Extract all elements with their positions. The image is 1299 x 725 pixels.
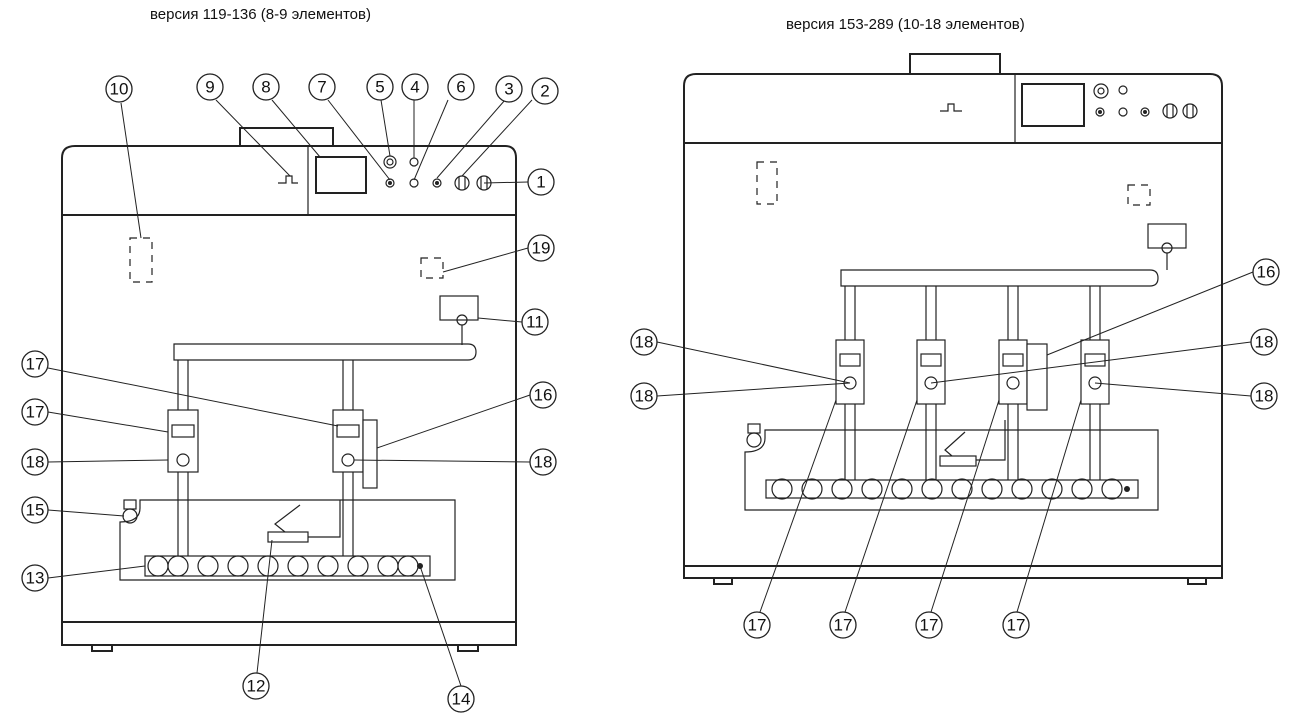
callout-13: 13 bbox=[21, 564, 49, 592]
callout-r17c: 17 bbox=[915, 611, 943, 639]
callout-11: 11 bbox=[521, 308, 549, 336]
svg-text:18: 18 bbox=[1255, 387, 1274, 406]
callout-5: 5 bbox=[366, 73, 394, 101]
svg-text:13: 13 bbox=[26, 569, 45, 588]
callout-17a: 17 bbox=[21, 398, 49, 426]
right-boiler bbox=[683, 53, 1223, 585]
callout-12: 12 bbox=[242, 672, 270, 700]
svg-text:16: 16 bbox=[534, 386, 553, 405]
caption-left: версия 119-136 (8-9 элементов) bbox=[150, 6, 371, 23]
svg-text:2: 2 bbox=[540, 82, 549, 101]
callout-r17a: 17 bbox=[743, 611, 771, 639]
callout-16: 16 bbox=[529, 381, 557, 409]
callout-r18d: 18 bbox=[1250, 382, 1278, 410]
svg-text:11: 11 bbox=[526, 313, 544, 332]
caption-right: версия 153-289 (10-18 элементов) bbox=[786, 16, 1025, 33]
callout-14: 14 bbox=[447, 685, 475, 713]
callout-r16: 16 bbox=[1252, 258, 1280, 286]
svg-text:15: 15 bbox=[26, 501, 45, 520]
callout-15: 15 bbox=[21, 496, 49, 524]
callout-17b: 17 bbox=[21, 350, 49, 378]
svg-text:17: 17 bbox=[26, 403, 45, 422]
callout-1: 1 bbox=[527, 168, 555, 196]
svg-text:18: 18 bbox=[635, 387, 654, 406]
callout-r18a: 18 bbox=[630, 328, 658, 356]
callout-r18c: 18 bbox=[1250, 328, 1278, 356]
svg-text:17: 17 bbox=[834, 616, 853, 635]
callout-18b: 18 bbox=[529, 448, 557, 476]
svg-text:18: 18 bbox=[26, 453, 45, 472]
right-callouts: 16 18 18 18 18 17 17 17 17 bbox=[630, 258, 1280, 639]
callout-10: 10 bbox=[105, 75, 133, 103]
svg-text:17: 17 bbox=[1007, 616, 1026, 635]
svg-text:9: 9 bbox=[205, 78, 214, 97]
svg-text:18: 18 bbox=[534, 453, 553, 472]
svg-text:1: 1 bbox=[536, 173, 545, 192]
svg-text:17: 17 bbox=[920, 616, 939, 635]
callout-r18b: 18 bbox=[630, 382, 658, 410]
left-callouts: 1 2 3 4 5 6 7 8 9 10 11 12 13 14 15 16 1… bbox=[21, 73, 559, 713]
svg-text:12: 12 bbox=[247, 677, 266, 696]
callout-8: 8 bbox=[252, 73, 280, 101]
callout-4: 4 bbox=[401, 73, 429, 101]
svg-text:8: 8 bbox=[261, 78, 270, 97]
callout-r17b: 17 bbox=[829, 611, 857, 639]
svg-text:17: 17 bbox=[748, 616, 767, 635]
callout-2: 2 bbox=[531, 77, 559, 105]
svg-text:16: 16 bbox=[1257, 263, 1276, 282]
callout-9: 9 bbox=[196, 73, 224, 101]
svg-text:7: 7 bbox=[317, 78, 326, 97]
svg-text:14: 14 bbox=[452, 690, 471, 709]
svg-text:3: 3 bbox=[504, 80, 513, 99]
callout-7: 7 bbox=[308, 73, 336, 101]
callout-3: 3 bbox=[495, 75, 523, 103]
callout-18a: 18 bbox=[21, 448, 49, 476]
svg-text:17: 17 bbox=[26, 355, 45, 374]
left-boiler bbox=[61, 127, 517, 652]
svg-text:10: 10 bbox=[110, 80, 129, 99]
callout-r17d: 17 bbox=[1002, 611, 1030, 639]
callout-6: 6 bbox=[447, 73, 475, 101]
svg-text:18: 18 bbox=[1255, 333, 1274, 352]
svg-text:5: 5 bbox=[375, 78, 384, 97]
svg-text:18: 18 bbox=[635, 333, 654, 352]
callout-19: 19 bbox=[527, 234, 555, 262]
svg-text:6: 6 bbox=[456, 78, 465, 97]
svg-text:4: 4 bbox=[410, 78, 419, 97]
svg-text:19: 19 bbox=[532, 239, 551, 258]
